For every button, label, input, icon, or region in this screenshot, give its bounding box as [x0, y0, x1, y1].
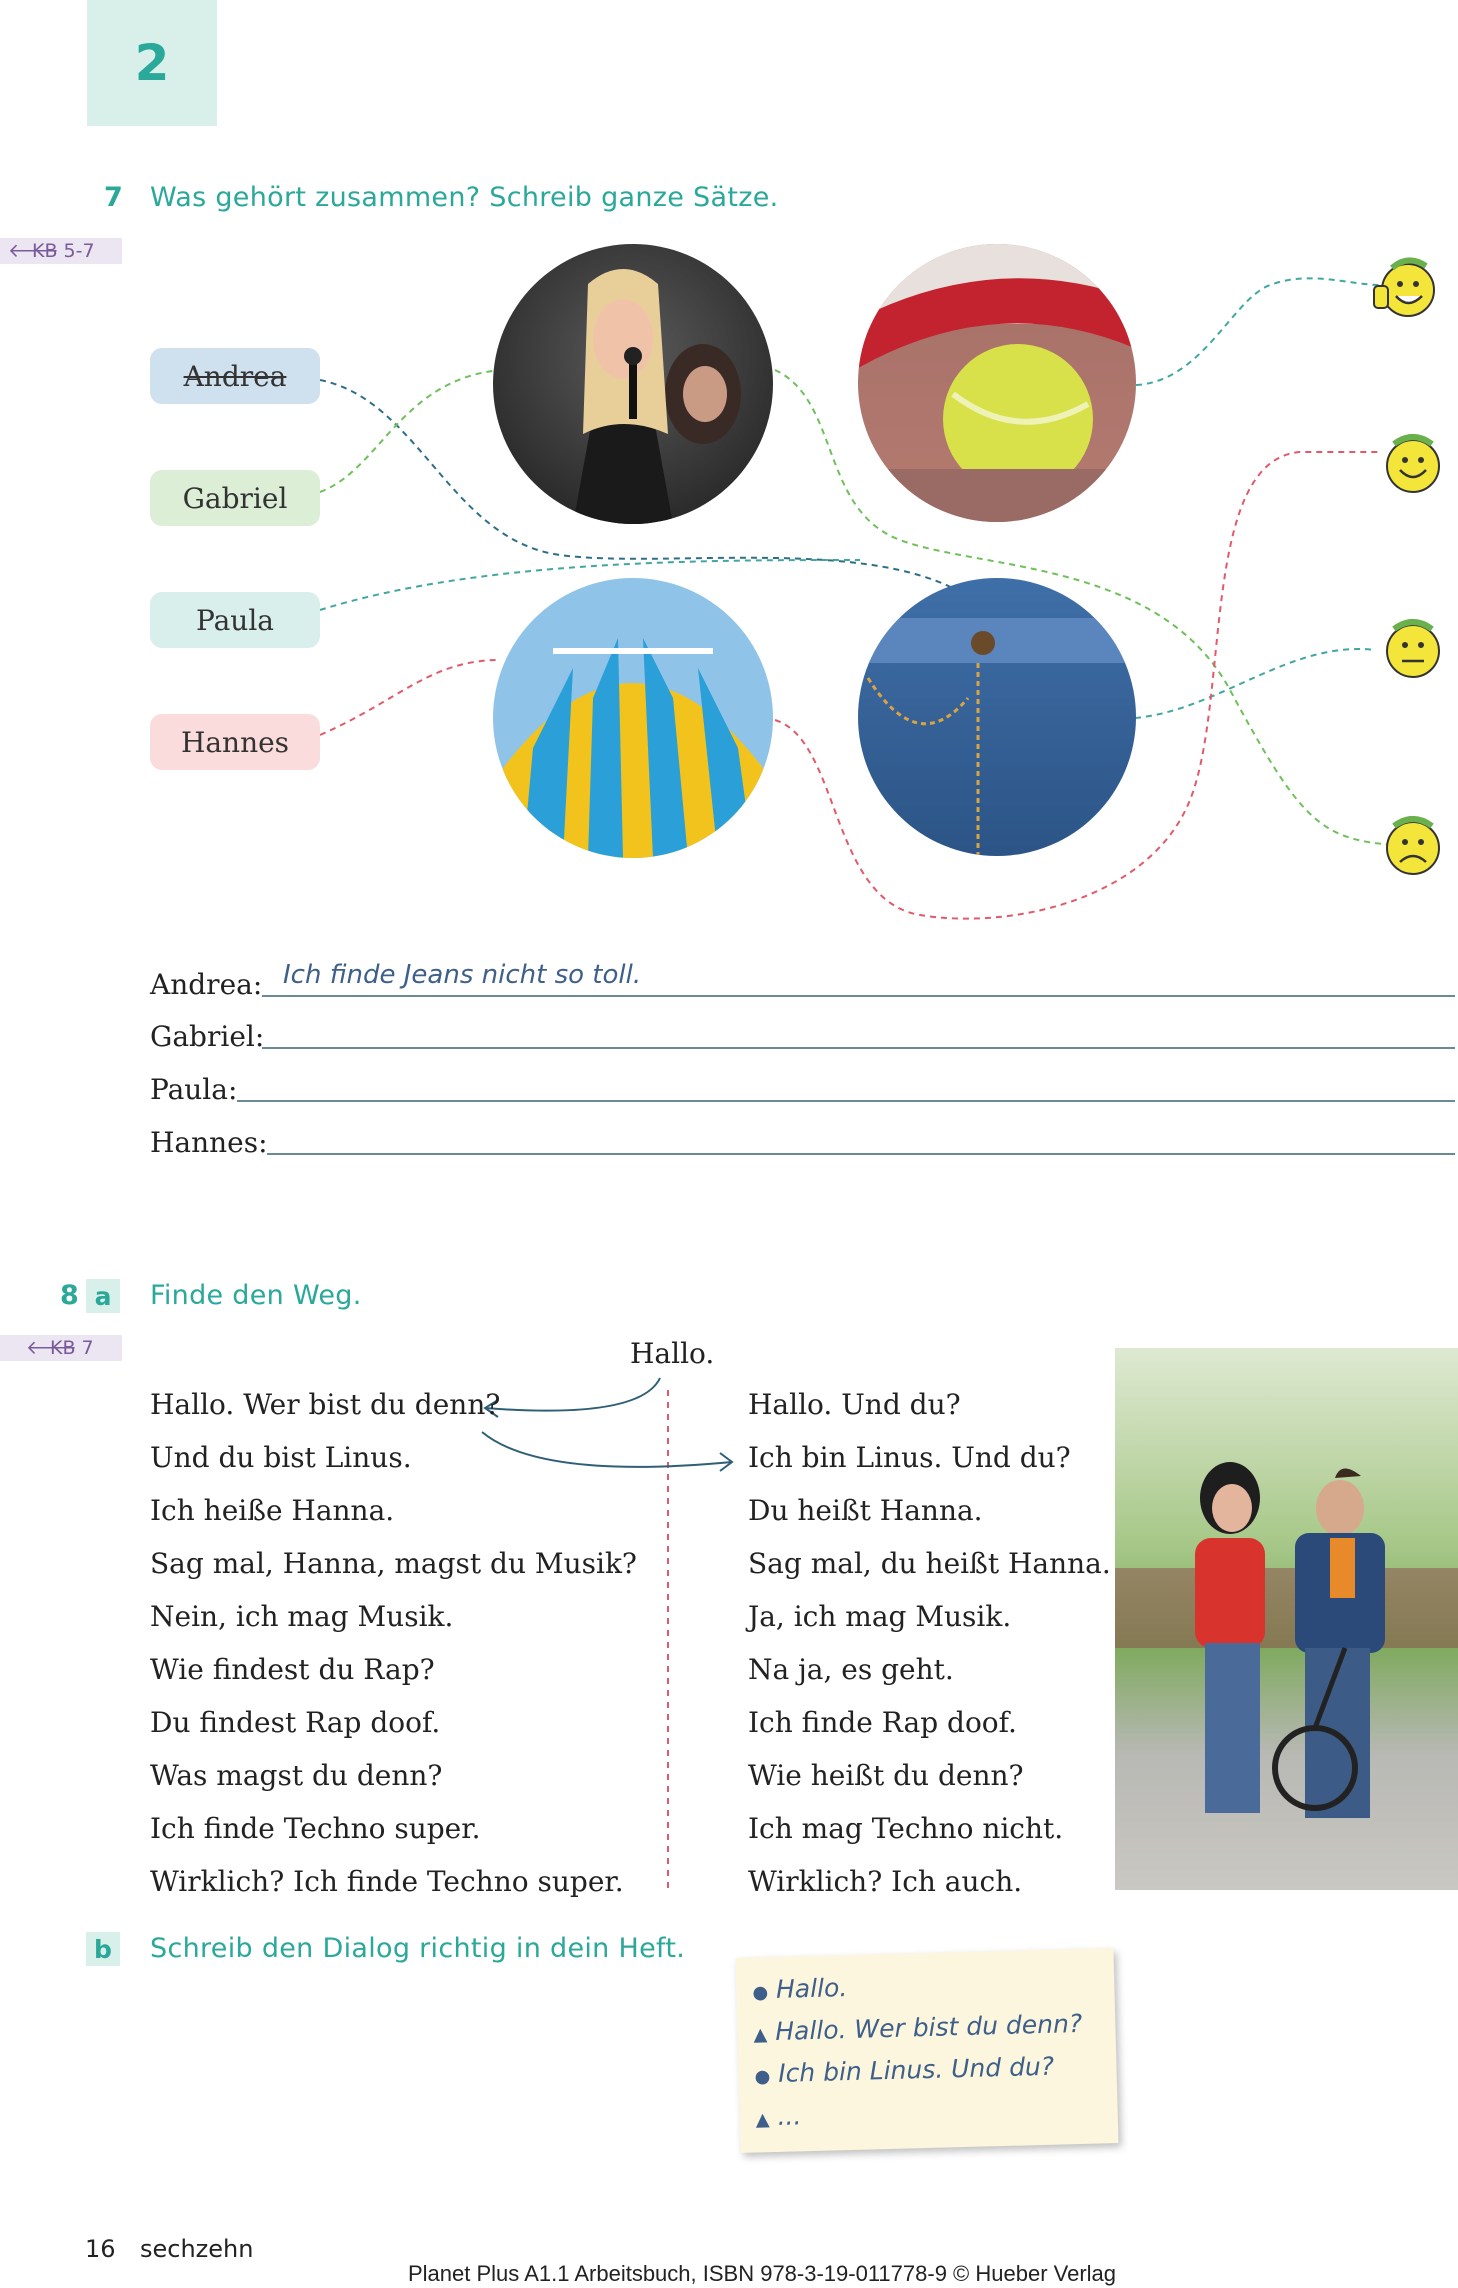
arrow-head-right-icon [719, 1452, 734, 1472]
note-text: Hallo. [775, 1973, 848, 2004]
dialog-right-line: Hallo. Und du? [748, 1388, 961, 1421]
dialog-right-line: Ja, ich mag Musik. [748, 1600, 1012, 1633]
answer-line-hannes[interactable] [267, 1153, 1455, 1155]
arrow-head-left-icon [483, 1399, 499, 1418]
dialog-left-line: Was magst du denn? [150, 1759, 443, 1792]
kb-reference-7: 🡐 KB 5-7 [0, 238, 122, 264]
dialog-right-line: Ich bin Linus. Und du? [748, 1441, 1071, 1474]
connector-hannes-2 [774, 451, 1380, 920]
dialog-left-line: Du findest Rap doof. [150, 1706, 441, 1739]
bullet-circle-icon: ● [754, 2066, 771, 2088]
connector-paula [319, 559, 861, 611]
note-line: ● Ich bin Linus. Und du? [754, 2052, 1054, 2089]
answer-text-andrea: Ich finde Jeans nicht so toll. [283, 960, 642, 990]
arrow-left-icon: 🡐 [8, 240, 59, 262]
answer-label-andrea: Andrea: [150, 968, 263, 1001]
kb-reference-label: KB 7 [50, 1337, 94, 1359]
dialog-left-line: Nein, ich mag Musik. [150, 1600, 454, 1633]
sad-smiley-icon [1380, 812, 1446, 878]
dialog-left-line: Ich heiße Hanna. [150, 1494, 395, 1527]
exercise-8a-title: Finde den Weg. [150, 1280, 362, 1311]
note-line: ▲ Hallo. Wer bist du denn? [753, 2009, 1082, 2047]
copyright-notice: Planet Plus A1.1 Arbeitsbuch, ISBN 978-3… [408, 2261, 1117, 2286]
bullet-triangle-icon: ▲ [753, 2024, 768, 2046]
dialog-left-line: Sag mal, Hanna, magst du Musik? [150, 1547, 637, 1580]
dialog-left-line: Und du bist Linus. [150, 1441, 412, 1474]
note-text: ... [777, 2101, 802, 2131]
happy-smiley-icon [1380, 430, 1446, 496]
jeans-photo [858, 578, 1136, 856]
dialog-right-line: Ich mag Techno nicht. [748, 1812, 1064, 1845]
dialog-left-line: Wirklich? Ich finde Techno super. [150, 1865, 624, 1898]
name-paula: Paula [196, 603, 274, 637]
dialog-right-column: Hallo. Und du? Ich bin Linus. Und du? Du… [748, 1388, 1111, 1918]
thumbs-up-smiley-icon [1370, 252, 1436, 318]
dialog-left-column: Hallo. Wer bist du denn? Und du bist Lin… [150, 1388, 637, 1918]
dialog-start: Hallo. [630, 1337, 715, 1370]
kb-reference-label: KB 5-7 [32, 240, 95, 262]
exercise-8b-letter: b [86, 1932, 120, 1966]
exercise-7-title: Was gehört zusammen? Schreib ganze Sätze… [150, 182, 779, 213]
dialog-right-line: Du heißt Hanna. [748, 1494, 983, 1527]
neutral-smiley-icon [1380, 615, 1446, 681]
name-andrea: Andrea [183, 359, 287, 393]
teens-bike-photo [1115, 1348, 1458, 1890]
name-gabriel: Gabriel [182, 481, 288, 515]
tennis-ball-photo [858, 244, 1136, 522]
connector-gabriel [319, 369, 501, 493]
arrow-left-icon: 🡐 [26, 1337, 77, 1359]
dialog-right-line: Wirklich? Ich auch. [748, 1865, 1023, 1898]
connector-hannes [319, 659, 501, 736]
dialog-right-line: Na ja, es geht. [748, 1653, 954, 1686]
dialog-right-line: Ich finde Rap doof. [748, 1706, 1017, 1739]
name-hannes: Hannes [180, 725, 290, 759]
note-line: ● Hallo. [752, 1973, 848, 2004]
dialog-right-line: Wie heißt du denn? [748, 1759, 1024, 1792]
name-box-hannes: Hannes [150, 714, 320, 770]
dialog-divider [481, 1377, 734, 1890]
name-box-gabriel: Gabriel [150, 470, 320, 526]
example-note: ● Hallo. ▲ Hallo. Wer bist du denn? ● Ic… [735, 1948, 1119, 2153]
chapter-number: 2 [87, 0, 217, 126]
answer-label-gabriel: Gabriel: [150, 1020, 265, 1053]
exercise-8a-letter: a [86, 1279, 120, 1313]
singer-photo [493, 244, 773, 524]
answer-line-andrea[interactable] [262, 995, 1455, 997]
exercise-8-number: 8 [60, 1280, 79, 1311]
answer-line-paula[interactable] [237, 1100, 1455, 1102]
connector-lines [319, 277, 1396, 920]
circus-tent-photo [493, 578, 773, 858]
page-number-word: sechzehn [140, 2235, 254, 2263]
answer-label-hannes: Hannes: [150, 1126, 268, 1159]
name-box-paula: Paula [150, 592, 320, 648]
note-text: Ich bin Linus. Und du? [777, 2051, 1055, 2088]
connector-paula-2 [1124, 277, 1381, 387]
connector-andrea [319, 379, 986, 611]
bullet-triangle-icon: ▲ [755, 2109, 770, 2131]
dialog-left-line: Ich finde Techno super. [150, 1812, 481, 1845]
connector-gabriel-2 [774, 369, 1396, 846]
note-text: Hallo. Wer bist du denn? [774, 2008, 1083, 2046]
exercise-8b-title: Schreib den Dialog richtig in dein Heft. [150, 1933, 686, 1964]
dialog-right-line: Sag mal, du heißt Hanna. [748, 1547, 1111, 1580]
kb-reference-8: 🡐 KB 7 [0, 1335, 122, 1361]
dialog-left-line: Wie findest du Rap? [150, 1653, 435, 1686]
dialog-left-line: Hallo. Wer bist du denn? [150, 1388, 501, 1421]
page-number: 16 [85, 2235, 116, 2263]
name-box-andrea: Andrea [150, 348, 320, 404]
connector-jeans-neutral [1134, 648, 1376, 719]
note-line: ▲ ... [755, 2101, 801, 2131]
answer-label-paula: Paula: [150, 1073, 238, 1106]
answer-line-gabriel[interactable] [262, 1047, 1455, 1049]
bullet-circle-icon: ● [752, 1982, 769, 2004]
exercise-7-number: 7 [104, 182, 123, 213]
